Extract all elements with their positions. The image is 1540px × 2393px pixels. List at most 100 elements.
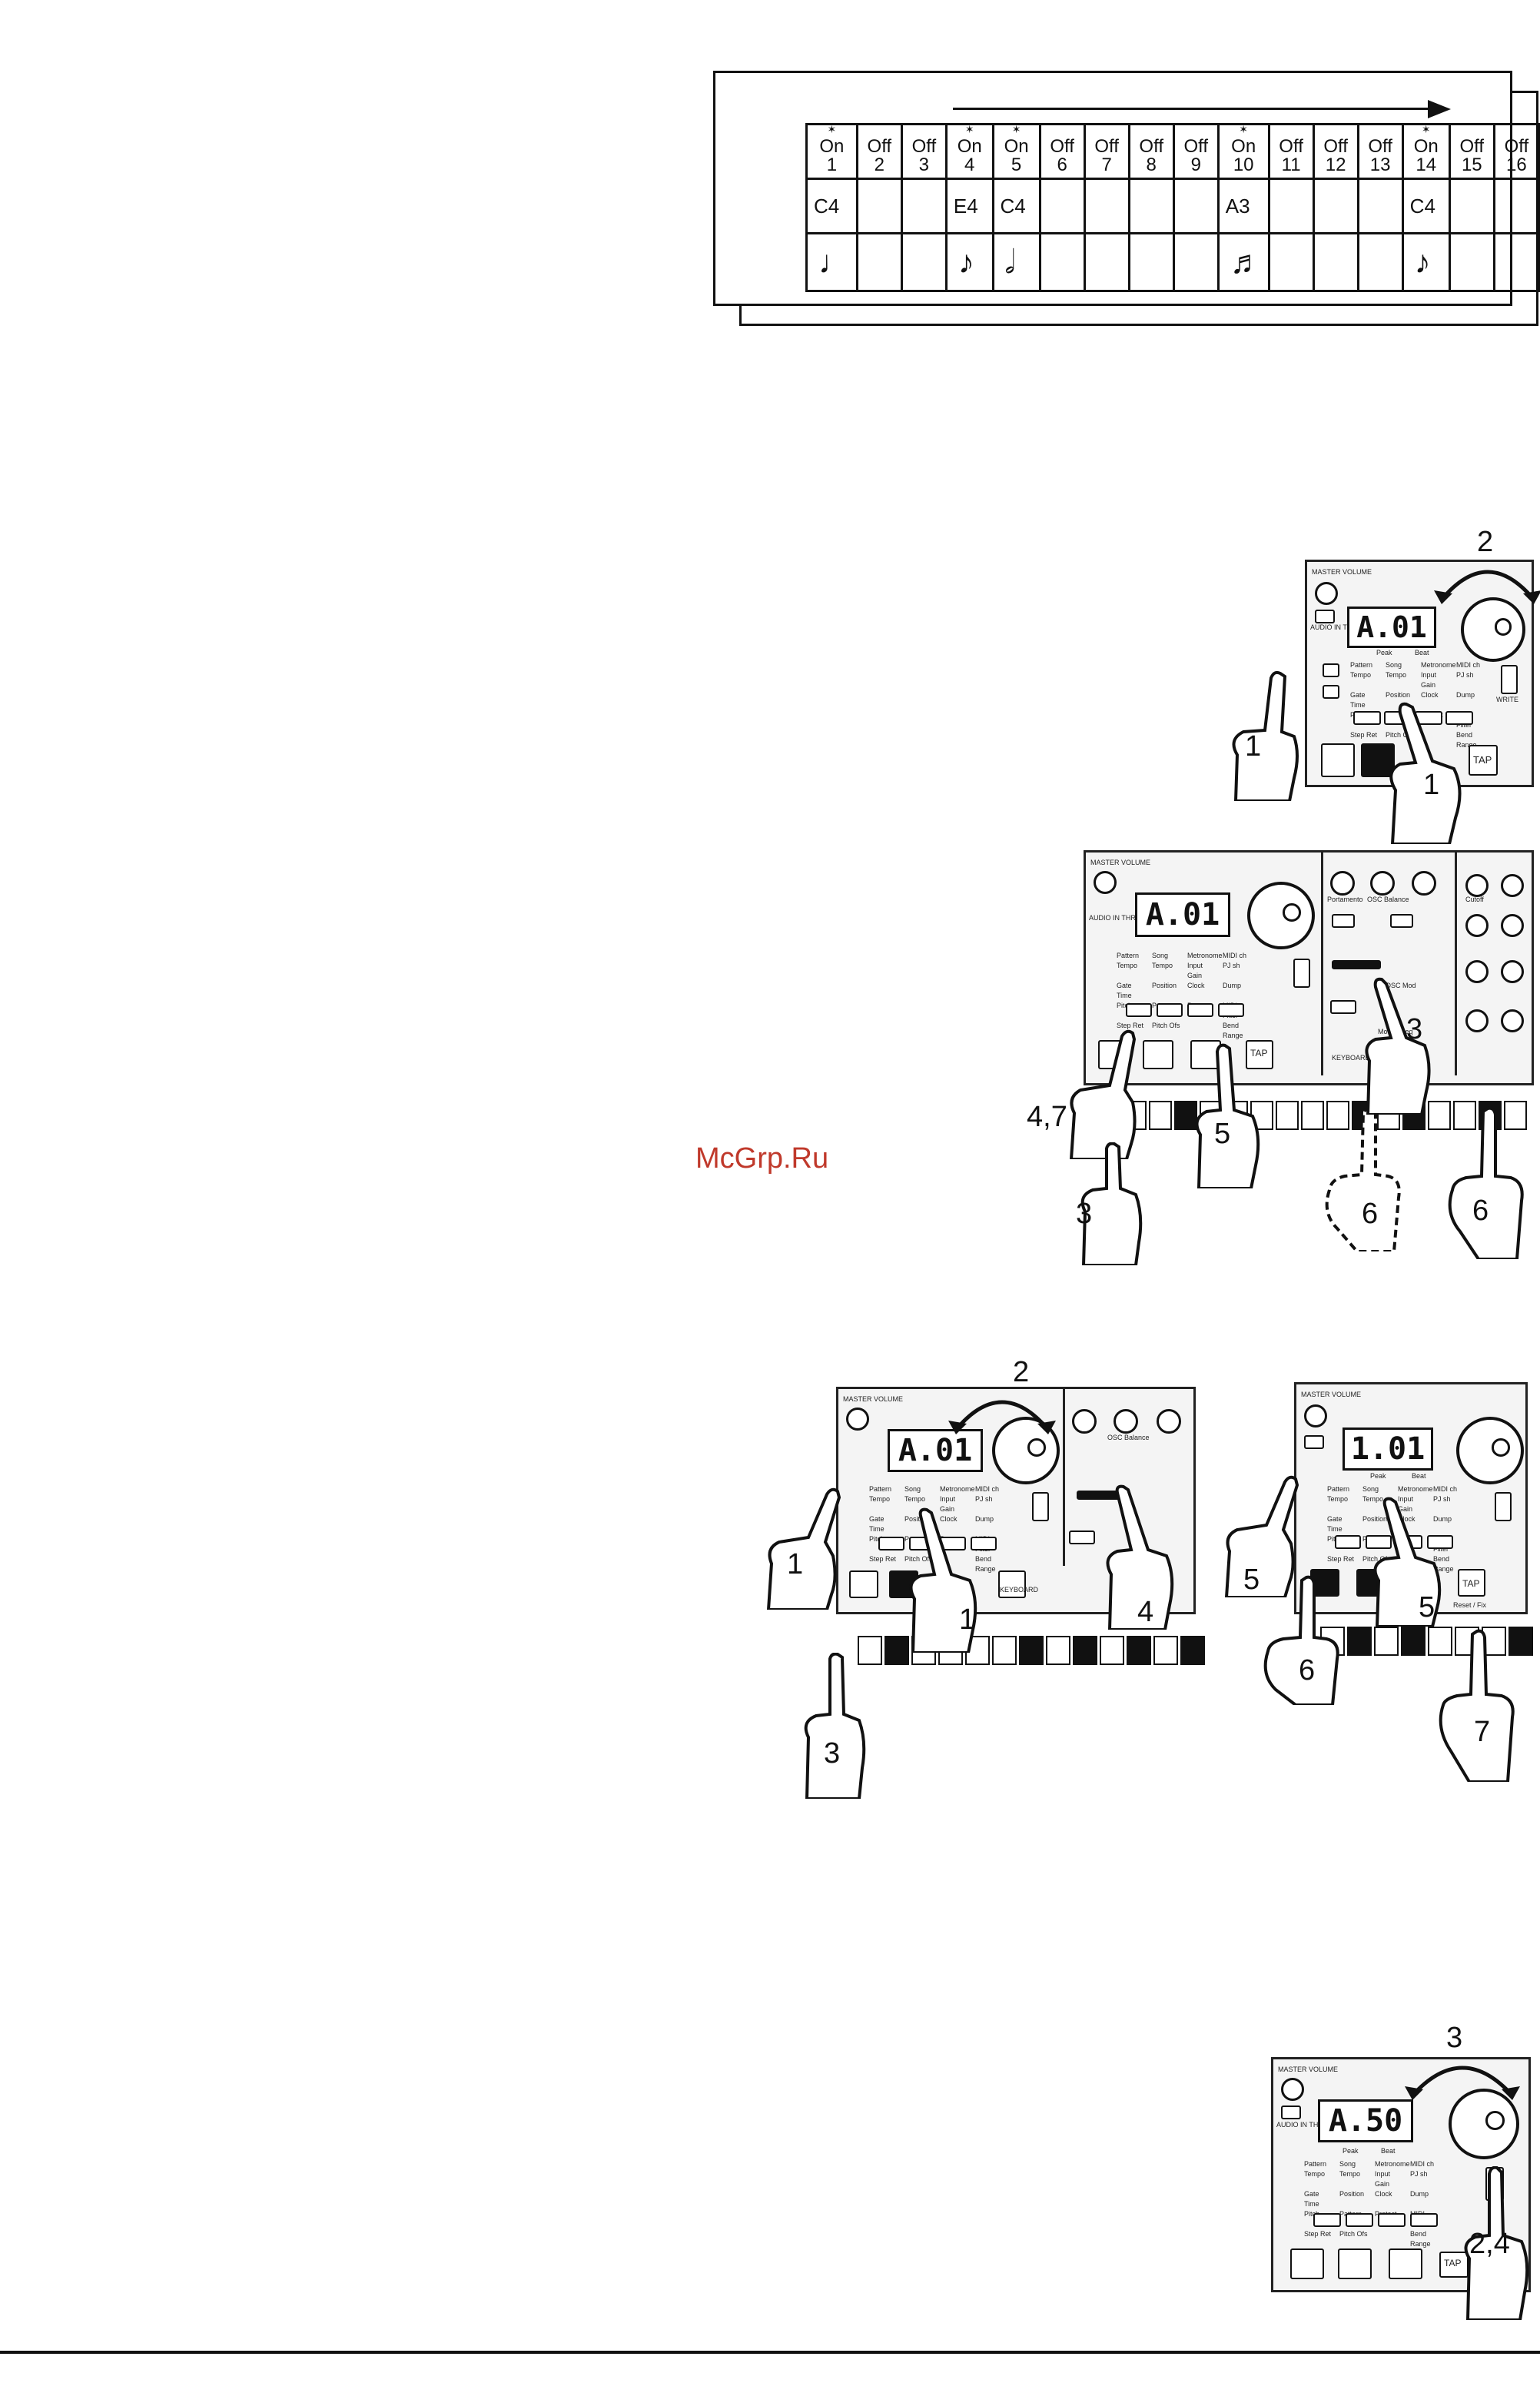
- step-key: [1149, 1101, 1172, 1130]
- mode-row-cell: PJ sh: [1223, 962, 1240, 969]
- note-cell: [1038, 178, 1086, 234]
- step-number: 5: [1011, 155, 1022, 175]
- beat-label: Beat: [1412, 1472, 1426, 1480]
- mode-row-cell: [1375, 2229, 1406, 2249]
- step-state: Off: [1504, 136, 1529, 157]
- step-state: Off: [1050, 136, 1074, 157]
- audio-in-label: AUDIO IN THRU: [1089, 914, 1141, 922]
- level-knob: [1501, 960, 1524, 983]
- step-state: On: [1004, 136, 1029, 157]
- write-button: [1501, 665, 1518, 694]
- global-button: [1378, 2213, 1406, 2227]
- callout-3: 3: [824, 1737, 841, 1770]
- mode-row-cell: MIDI ch: [1410, 2160, 1435, 2168]
- value-dial: [1456, 1417, 1524, 1484]
- callout-1: 1: [1245, 730, 1262, 763]
- step-key: [885, 1636, 909, 1665]
- stop-button: [1361, 743, 1395, 777]
- step-state: On: [1413, 136, 1439, 157]
- pattern-button: [878, 1537, 904, 1550]
- pointing-hand-icon: [1069, 1029, 1137, 1159]
- mode-row-cell: Pitch Ofs: [904, 1555, 933, 1563]
- mode-row-cell: Song: [1386, 661, 1402, 669]
- mode-row-cell: Position: [1152, 982, 1177, 989]
- mode-row-cell: Tempo: [1327, 1495, 1349, 1503]
- step-keys-fig3: [858, 1636, 1205, 1665]
- lit-led-icon: ✶: [827, 123, 837, 135]
- midi-button: [971, 1537, 997, 1550]
- mode-row-cell: Tempo: [1152, 962, 1173, 969]
- step-key: [992, 1636, 1017, 1665]
- step-state: Off: [1368, 136, 1392, 157]
- synth-section-divider: [1063, 1389, 1065, 1566]
- step-length-row: ♩♪𝅗𝅥♬♪: [805, 232, 1540, 292]
- callout-5: 5: [1419, 1591, 1435, 1624]
- mode-row-cell: Song: [1339, 2160, 1356, 2168]
- note-cell: [1356, 178, 1404, 234]
- note-cell: [1448, 178, 1495, 234]
- note-cell: [1172, 178, 1220, 234]
- pointing-hand-icon: [1325, 1106, 1401, 1251]
- step-number: 12: [1325, 155, 1346, 175]
- mode-row-cell: Step Ret: [1327, 1555, 1355, 1563]
- play-pause-button: [1389, 2248, 1422, 2279]
- midi-button: [1410, 2213, 1438, 2227]
- mode-row-cell: MIDI ch: [975, 1485, 1000, 1493]
- osc2-pitch-knob: [1412, 871, 1436, 896]
- midi-button: [1445, 711, 1473, 725]
- pointing-hand-icon: [1365, 977, 1431, 1115]
- motion-seq-button: [1069, 1531, 1095, 1544]
- mode-row-cell: Dump: [1410, 2190, 1429, 2198]
- step-number: 10: [1233, 155, 1254, 175]
- callout-3: 3: [1076, 1198, 1093, 1230]
- mode-row-cell: PJ sh: [1410, 2170, 1428, 2178]
- step-key: [1019, 1636, 1044, 1665]
- callout-3: 3: [1406, 1013, 1423, 1045]
- callout-2: 2: [1013, 1356, 1030, 1388]
- callout-4-7: 4,7: [1027, 1101, 1067, 1133]
- osc2-pitch-knob: [1157, 1409, 1181, 1434]
- mode-row-cell: Input Gain: [1187, 962, 1203, 979]
- mode-row-cell: Tempo: [1350, 671, 1372, 679]
- motion-seq-button: [1330, 1000, 1356, 1014]
- reset-fix-label: Reset / Fix: [1453, 1601, 1487, 1609]
- step-state: Off: [1323, 136, 1348, 157]
- global-button: [1187, 1003, 1213, 1017]
- mode-row-cell: Gate Time: [1350, 691, 1366, 709]
- tap-label: TAP: [1444, 2258, 1462, 2268]
- note-length-cell: [900, 232, 948, 292]
- note-cell: E4: [944, 178, 994, 234]
- lcd-display: A.01: [888, 1429, 983, 1472]
- mode-row-cell: Gate Time: [1327, 1515, 1343, 1533]
- step-number: 7: [1101, 155, 1112, 175]
- step-key: [1453, 1101, 1476, 1130]
- portamento-label: Portamento: [1327, 896, 1363, 903]
- panel-fig2: MASTER VOLUME AUDIO IN THRU A.01 Pattern…: [1084, 850, 1534, 1085]
- note-cell: [1083, 178, 1130, 234]
- lit-led-icon: [1041, 125, 1084, 133]
- step-key: [1347, 1627, 1372, 1656]
- note-length-cell: [1172, 232, 1220, 292]
- tap-label: TAP: [1473, 754, 1492, 766]
- mode-row-cell: Step Ret: [869, 1555, 897, 1563]
- record-button: [1321, 743, 1355, 777]
- synth-section-divider: [1321, 853, 1323, 1075]
- song-button: [1157, 1003, 1183, 1017]
- step-key: [1504, 1101, 1527, 1130]
- mode-row-cell: Metronome: [940, 1485, 975, 1493]
- mode-row-cell: MIDI ch: [1433, 1485, 1458, 1493]
- step-number: 16: [1506, 155, 1527, 175]
- pointing-hand-icon: [1232, 670, 1299, 801]
- master-volume-knob: [1304, 1404, 1327, 1427]
- direction-arrow-line: [953, 108, 1429, 110]
- mode-row-cell: Step Ret: [1304, 2230, 1332, 2238]
- tap-button: [1469, 745, 1498, 776]
- callout-7: 7: [1474, 1716, 1491, 1748]
